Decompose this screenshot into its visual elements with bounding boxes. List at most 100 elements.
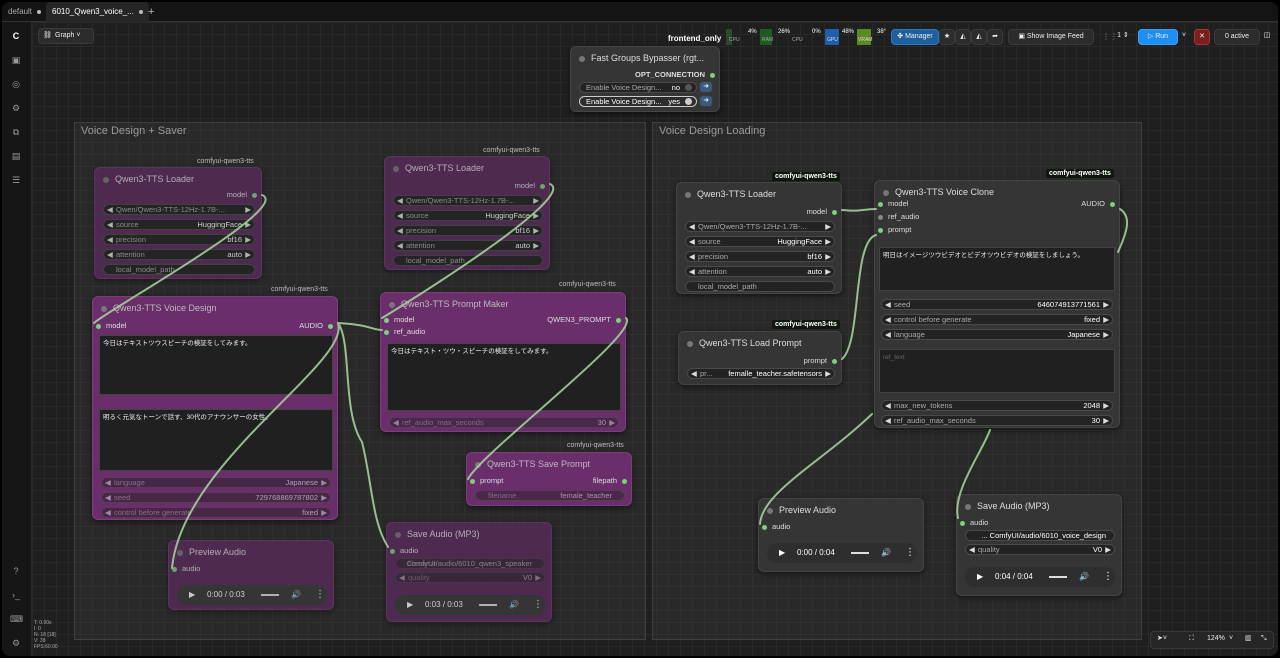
audio-player[interactable]: ▶ 0:04 / 0:04 🔊 ⋮ <box>965 567 1115 587</box>
more-options-icon[interactable]: ⋮ <box>315 589 325 600</box>
text-input[interactable]: 今日はテキストツウスピーチの検証をしてみます。 <box>99 335 333 395</box>
local-model-path-input[interactable]: local_model_path <box>685 281 835 292</box>
more-options-icon[interactable]: ⋮ <box>905 547 915 558</box>
arrow-right-icon[interactable]: ➜ <box>699 81 713 93</box>
output-slot-audio[interactable]: AUDIO <box>299 321 333 330</box>
share-icon[interactable]: ➦ <box>987 29 1003 45</box>
more-options-icon[interactable]: ⋮ <box>1103 571 1113 582</box>
prompt-file-select[interactable]: ◀pr...femalle_teacher.safetensors▶ <box>687 368 835 379</box>
keyboard-icon[interactable]: ⌨ <box>10 614 23 624</box>
more-options-icon[interactable]: ⋮ <box>533 599 543 610</box>
audio-player[interactable]: ▶ 0:00 / 0:04 🔊 ⋮ <box>767 543 917 563</box>
preview-audio-node-b[interactable]: Preview Audio audio ▶ 0:00 / 0:04 🔊 ⋮ <box>758 498 924 572</box>
zoom-chevron-icon[interactable]: ˅ <box>1229 635 1234 642</box>
play-icon[interactable]: ▶ <box>407 600 414 609</box>
select-tool-icon[interactable]: ➤˅ <box>1157 635 1167 642</box>
audio-player[interactable]: ▶ 0:03 / 0:03 🔊 ⋮ <box>395 595 545 615</box>
play-icon[interactable]: ▶ <box>189 590 196 599</box>
workflows-icon[interactable]: ⧉ <box>12 127 20 137</box>
show-image-feed-button[interactable]: ▣ Show Image Feed <box>1008 29 1094 45</box>
active-queue-button[interactable]: 0 active <box>1214 29 1260 45</box>
fit-view-icon[interactable]: ⛶ <box>1189 635 1194 642</box>
output-slot-model[interactable]: model <box>227 190 257 199</box>
audio-player[interactable]: ▶ 0:00 / 0:03 🔊 ⋮ <box>177 585 327 605</box>
fast-groups-bypasser-node[interactable]: Fast Groups Bypasser (rgt... OPT_CONNECT… <box>570 46 720 112</box>
output-slot-filepath[interactable]: filepath <box>593 476 627 485</box>
star-icon[interactable]: ★ <box>939 29 955 45</box>
ref-text-input[interactable]: ref_text <box>879 349 1115 393</box>
comfy-logo-icon[interactable]: C <box>12 31 20 41</box>
run-options-chevron-icon[interactable]: ˅ <box>1181 32 1187 39</box>
input-slot-audio[interactable]: audio <box>390 546 418 555</box>
local-model-path-input[interactable]: local_model_path <box>393 255 543 266</box>
play-icon[interactable]: ▶ <box>977 572 984 581</box>
filename-input[interactable]: ... ComfyUI/audio/6010_voice_design <box>965 530 1115 541</box>
model-select[interactable]: ◀Qwen/Qwen3-TTS-12Hz-1.7B-...▶ <box>393 195 543 206</box>
qwen3-tts-load-prompt-node[interactable]: Qwen3-TTS Load Prompt prompt ◀pr...femal… <box>678 331 842 385</box>
minimap-icon[interactable]: ▥ <box>1245 635 1252 642</box>
toggle-row[interactable]: Enable Voice Design...no <box>579 82 697 93</box>
input-slot-model[interactable]: model <box>96 321 126 330</box>
qwen3-tts-voice-clone-node[interactable]: Qwen3-TTS Voice Clone model ref_audio pr… <box>874 180 1120 428</box>
qwen3-tts-loader-node-a[interactable]: Qwen3-TTS Loader model ◀Qwen/Qwen3-TTS-1… <box>94 167 262 279</box>
templates-icon[interactable]: ▤ <box>11 151 21 161</box>
model-icon[interactable]: ◭ <box>955 29 971 45</box>
save-audio-node-b[interactable]: Save Audio (MP3) audio ... ComfyUI/audio… <box>956 494 1122 596</box>
input-slot-ref-audio[interactable]: ref_audio <box>878 212 919 221</box>
output-slot-audio[interactable]: AUDIO <box>1081 199 1115 208</box>
terminal-icon[interactable]: ›_ <box>11 590 20 600</box>
model-alt-icon[interactable]: ◭ <box>971 29 987 45</box>
qwen3-tts-loader-node-b[interactable]: Qwen3-TTS Loader model ◀Qwen/Qwen3-TTS-1… <box>384 156 550 270</box>
input-slot-audio[interactable]: audio <box>762 522 790 531</box>
drag-handle-icon[interactable]: ⋮⋮ <box>1102 32 1118 41</box>
model-select[interactable]: ◀Qwen/Qwen3-TTS-12Hz-1.7B-...▶ <box>685 221 835 232</box>
models-icon[interactable]: ◎ <box>12 79 20 89</box>
input-slot-prompt[interactable]: prompt <box>878 225 911 234</box>
input-slot-ref-audio[interactable]: ref_audio <box>384 327 425 336</box>
qwen3-tts-save-prompt-node[interactable]: Qwen3-TTS Save Prompt prompt filepath fi… <box>466 452 632 506</box>
help-icon[interactable]: ? <box>13 566 19 576</box>
input-slot-audio[interactable]: audio <box>960 518 988 527</box>
tab-default[interactable]: default <box>2 2 47 22</box>
graph-menu-button[interactable]: ⛓Graph ˅ <box>38 28 94 44</box>
qwen3-tts-prompt-maker-node[interactable]: Qwen3-TTS Prompt Maker model ref_audio Q… <box>380 292 626 432</box>
manager-button[interactable]: ✤ Manager <box>891 29 939 45</box>
zoom-level[interactable]: 124% <box>1207 635 1225 642</box>
images-icon[interactable]: ▣ <box>11 55 21 65</box>
qwen3-tts-loader-node-c[interactable]: Qwen3-TTS Loader model ◀Qwen/Qwen3-TTS-1… <box>676 182 842 294</box>
volume-icon[interactable]: 🔊 <box>1079 572 1089 581</box>
audio-progress[interactable] <box>851 552 869 554</box>
instruct-input[interactable]: 明るく元気なトーンで話す、30代のアナウンサーの女性。 <box>99 409 333 471</box>
text-input[interactable]: 明日はイメージツウビデオとビデオツウビデオの検証をしましょう。 <box>879 247 1115 291</box>
input-slot-model[interactable]: model <box>878 199 908 208</box>
play-icon[interactable]: ▶ <box>779 548 786 557</box>
run-button[interactable]: ▷ Run <box>1138 29 1178 45</box>
queue-count-stepper[interactable]: 1 ⇕ <box>1117 32 1129 39</box>
toggle-row[interactable]: Enable Voice Design...yes <box>579 96 697 107</box>
input-slot-prompt[interactable]: prompt <box>470 476 503 485</box>
audio-progress[interactable] <box>1049 576 1067 578</box>
output-slot[interactable]: OPT_CONNECTION <box>635 70 715 79</box>
new-tab-button[interactable]: + <box>148 6 155 18</box>
tab-workflow[interactable]: 6010_Qwen3_voice_... <box>46 2 149 22</box>
volume-icon[interactable]: 🔊 <box>291 590 301 599</box>
graph-canvas[interactable]: ⛓Graph ˅ frontend_only 4% CPU 26% RAM CP… <box>32 22 1278 656</box>
panel-toggle-icon[interactable]: ◫ <box>1263 32 1271 39</box>
model-select[interactable]: ◀Qwen/Qwen3-TTS-12Hz-1.7B-...▶ <box>103 204 255 215</box>
